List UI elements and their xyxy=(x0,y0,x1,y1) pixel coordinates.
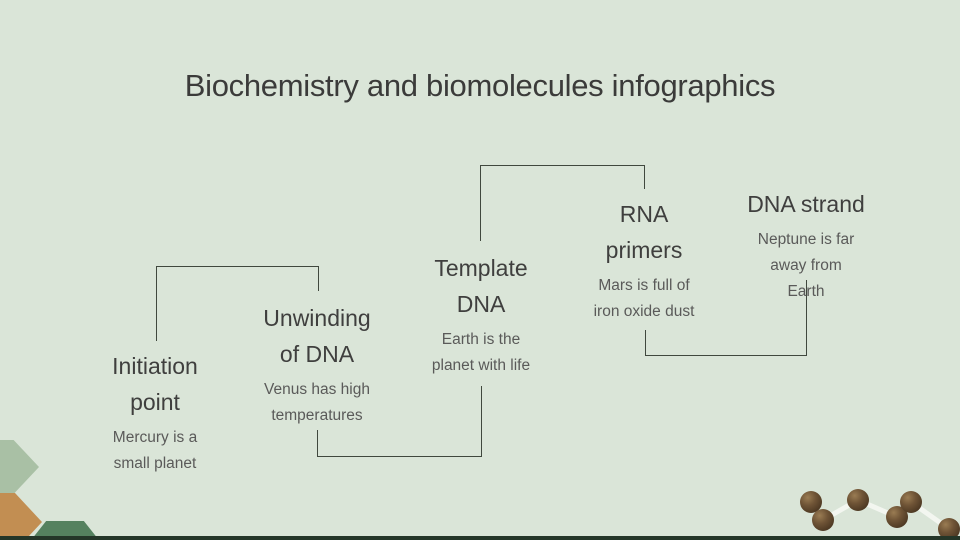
timeline-item-template-dna: Template DNA Earth is the planet with li… xyxy=(391,250,571,379)
green-hexagon xyxy=(24,521,106,540)
connector-d-left-vertical xyxy=(645,330,646,355)
connector-a-left-vertical xyxy=(156,266,157,341)
item-body: Mars is full of iron oxide dust xyxy=(593,277,695,320)
connector-a-right-vertical xyxy=(318,266,319,291)
item-body: Venus has high temperatures xyxy=(263,381,370,424)
timeline-item-initiation-point: Initiation point Mercury is a small plan… xyxy=(65,348,245,477)
tan-hexagon xyxy=(0,493,42,540)
connector-c-right-vertical xyxy=(644,165,645,189)
timeline-item-dna-strand: DNA strand Neptune is far away from Eart… xyxy=(716,186,896,305)
connector-d-right-vertical xyxy=(806,280,807,355)
sage-hexagon xyxy=(0,440,39,494)
connector-c-left-vertical xyxy=(480,165,481,241)
item-heading: RNA primers xyxy=(605,201,683,263)
bottom-accent-bar xyxy=(0,536,960,540)
connector-c-horizontal xyxy=(480,165,645,166)
connector-b-right-vertical xyxy=(481,386,482,456)
item-heading: Initiation point xyxy=(112,353,198,415)
slide-title: Biochemistry and biomolecules infographi… xyxy=(184,68,776,103)
molecule-graphic xyxy=(800,489,960,540)
molecule-spheres xyxy=(800,489,960,540)
connector-d-horizontal xyxy=(645,355,807,356)
connector-b-horizontal xyxy=(317,456,482,457)
timeline-item-rna-primers: RNA primers Mars is full of iron oxide d… xyxy=(554,196,734,325)
connector-a-horizontal xyxy=(156,266,319,267)
item-heading: Template DNA xyxy=(434,255,528,317)
item-body: Mercury is a small planet xyxy=(112,429,198,472)
timeline-item-unwinding-of-dna: Unwinding of DNA Venus has high temperat… xyxy=(227,300,407,429)
item-body: Earth is the planet with life xyxy=(431,331,531,374)
item-body: Neptune is far away from Earth xyxy=(757,231,855,300)
molecule-bonds xyxy=(820,497,952,532)
item-heading: DNA strand xyxy=(747,191,865,217)
connector-b-left-vertical xyxy=(317,430,318,456)
item-heading: Unwinding of DNA xyxy=(263,305,371,367)
